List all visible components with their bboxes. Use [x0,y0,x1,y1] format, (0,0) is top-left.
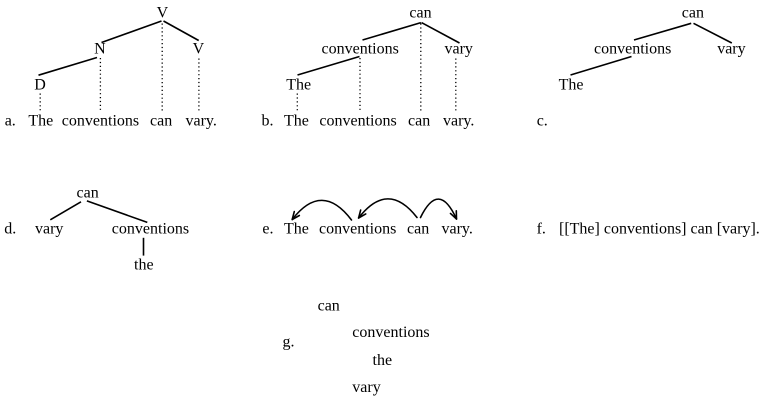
svg-text:conventions: conventions [62,112,139,129]
svg-text:can: can [150,112,172,129]
svg-text:vary: vary [445,40,473,57]
svg-text:vary.: vary. [186,112,217,129]
svg-text:can: can [408,112,430,129]
svg-text:c.: c. [537,112,548,129]
svg-text:can: can [77,184,99,201]
svg-text:The: The [284,112,309,129]
svg-text:can: can [318,297,340,314]
svg-text:V: V [193,40,205,57]
svg-text:d.: d. [4,220,16,237]
svg-text:the: the [134,256,154,273]
svg-text:a.: a. [5,112,16,129]
svg-text:vary: vary [717,40,745,57]
svg-text:can: can [682,4,704,21]
svg-text:conventions: conventions [594,40,671,57]
svg-text:can: can [407,220,429,237]
svg-text:The: The [284,220,309,237]
svg-text:vary.: vary. [443,112,474,129]
svg-text:The: The [559,76,584,93]
svg-text:vary.: vary. [442,220,473,237]
svg-text:conventions: conventions [112,220,189,237]
svg-text:[[The] conventions] can [vary]: [[The] conventions] can [vary]. [559,220,760,237]
svg-text:conventions: conventions [352,324,429,341]
svg-text:The: The [286,76,311,93]
svg-text:vary: vary [35,220,63,237]
svg-text:The: The [28,112,53,129]
svg-text:N: N [94,40,106,57]
svg-text:g.: g. [283,334,295,351]
svg-text:can: can [409,4,431,21]
svg-text:b.: b. [262,112,274,129]
svg-text:V: V [157,4,169,21]
svg-text:vary: vary [352,379,380,396]
svg-text:D: D [34,76,46,93]
svg-text:conventions: conventions [319,220,396,237]
svg-text:e.: e. [262,220,273,237]
svg-text:conventions: conventions [322,40,399,57]
svg-text:the: the [373,352,393,369]
svg-text:f.: f. [537,220,546,237]
svg-text:conventions: conventions [319,112,396,129]
